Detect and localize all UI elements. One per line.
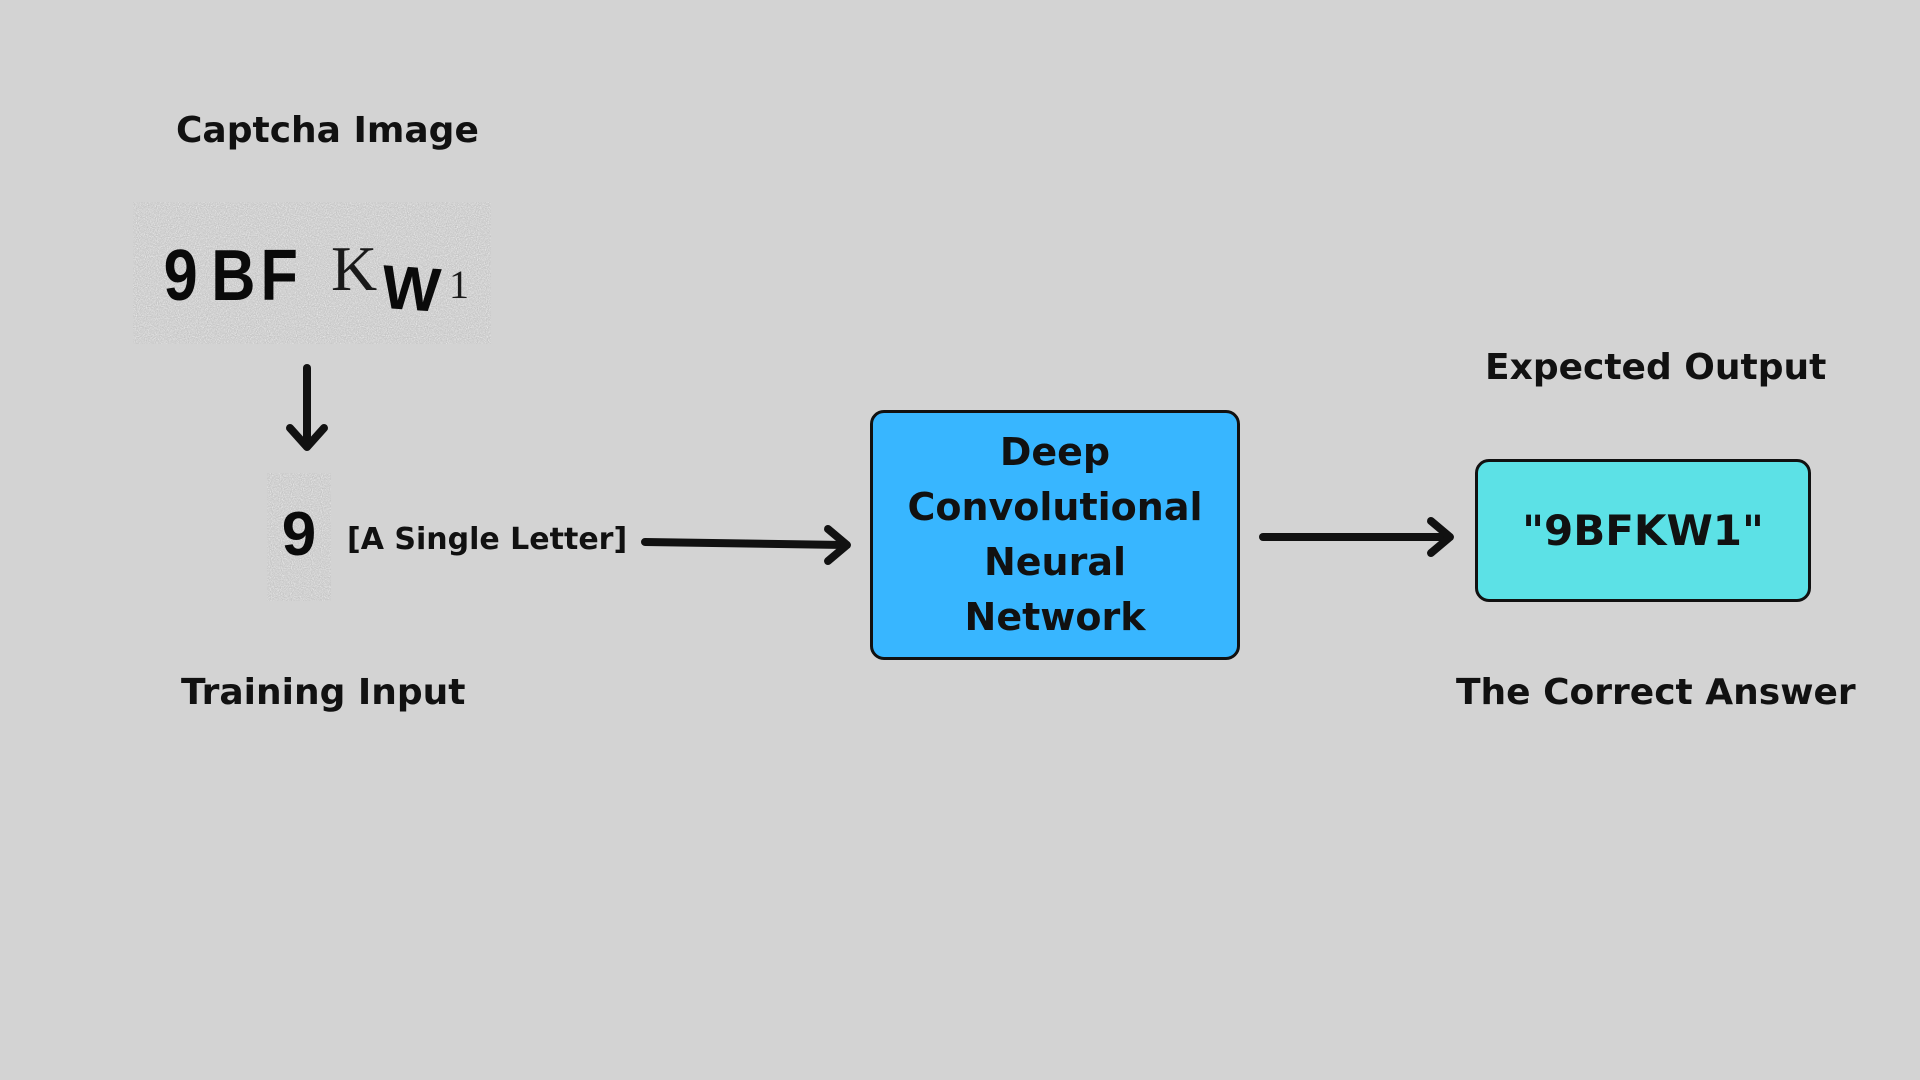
- captcha-char: F: [261, 236, 298, 316]
- captcha-char: K: [331, 233, 377, 304]
- captcha-image: 9 B F K W 1: [133, 202, 491, 344]
- correct-answer-label: The Correct Answer: [1456, 672, 1856, 713]
- captcha-char: B: [211, 236, 255, 316]
- arrow-to-model: [641, 525, 851, 565]
- captcha-char: 1: [449, 262, 469, 307]
- cnn-label-line: Convolutional: [907, 485, 1203, 529]
- single-letter-char: 9: [282, 500, 316, 569]
- expected-output-label: Expected Output: [1485, 347, 1827, 388]
- training-input-label: Training Input: [181, 672, 466, 713]
- cnn-label-line: Deep: [999, 430, 1111, 474]
- cnn-label-line: Neural: [983, 540, 1127, 584]
- single-letter-caption: [A Single Letter]: [347, 522, 628, 557]
- single-letter-graphic: 9: [267, 473, 331, 601]
- captcha-char: 9: [164, 236, 198, 316]
- captcha-image-label: Captcha Image: [176, 110, 479, 151]
- output-box: "9BFKW1": [1475, 459, 1811, 602]
- output-value: "9BFKW1": [1522, 506, 1764, 555]
- single-letter-image: 9: [267, 473, 331, 601]
- down-arrow: [286, 364, 328, 451]
- captcha-char: W: [380, 253, 444, 326]
- captcha-image-graphic: 9 B F K W 1: [133, 202, 491, 344]
- cnn-model-label: Deep Convolutional Neural Network: [907, 425, 1202, 645]
- cnn-model-box: Deep Convolutional Neural Network: [870, 410, 1240, 660]
- cnn-label-line: Network: [964, 595, 1146, 639]
- arrow-to-output: [1259, 517, 1454, 557]
